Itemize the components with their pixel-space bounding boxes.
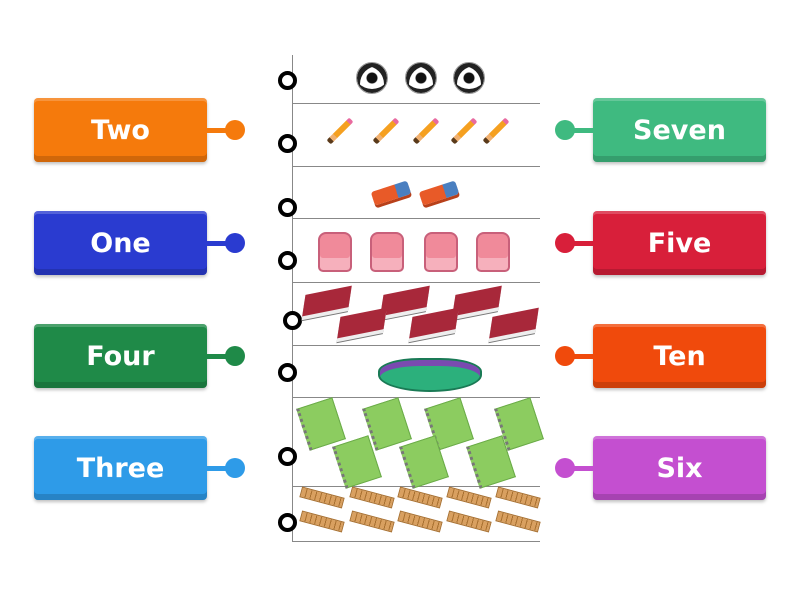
divider-horizontal bbox=[292, 103, 540, 104]
ruler-icon bbox=[446, 510, 492, 533]
option-six-button[interactable]: Six bbox=[593, 436, 766, 500]
connector-dot[interactable] bbox=[555, 346, 575, 366]
ruler-icon bbox=[397, 486, 443, 509]
book-icon bbox=[380, 285, 430, 317]
option-label: Four bbox=[86, 340, 155, 372]
ruler-icon bbox=[299, 510, 345, 533]
book-icon bbox=[489, 307, 539, 339]
ruler-icon bbox=[349, 486, 395, 509]
divider-horizontal bbox=[292, 397, 540, 398]
connector-dot[interactable] bbox=[555, 120, 575, 140]
option-label: Five bbox=[647, 227, 712, 259]
ruler-icon bbox=[495, 510, 541, 533]
connector-line bbox=[207, 354, 235, 359]
target-anchor[interactable] bbox=[278, 251, 297, 270]
ruler-icon bbox=[495, 486, 541, 509]
option-label: Three bbox=[76, 452, 165, 484]
pencil-icon bbox=[450, 117, 478, 145]
notebook-icon bbox=[296, 397, 346, 451]
divider-horizontal bbox=[292, 166, 540, 167]
option-four-button[interactable]: Four bbox=[34, 324, 207, 388]
target-anchor[interactable] bbox=[278, 513, 297, 532]
connector-line bbox=[565, 128, 593, 133]
eraser-icon bbox=[418, 180, 460, 206]
option-one-button[interactable]: One bbox=[34, 211, 207, 275]
connector-line bbox=[207, 241, 235, 246]
option-seven-button[interactable]: Seven bbox=[593, 98, 766, 162]
option-label: One bbox=[90, 227, 151, 259]
option-label: Two bbox=[91, 114, 150, 146]
option-label: Six bbox=[656, 452, 703, 484]
soccer-ball-icon bbox=[405, 62, 437, 94]
backpack-icon bbox=[370, 232, 404, 272]
connector-dot[interactable] bbox=[225, 120, 245, 140]
book-icon bbox=[302, 285, 352, 317]
connector-dot[interactable] bbox=[225, 346, 245, 366]
target-anchor[interactable] bbox=[283, 311, 302, 330]
connector-line bbox=[565, 354, 593, 359]
ruler-icon bbox=[446, 486, 492, 509]
option-five-button[interactable]: Five bbox=[593, 211, 766, 275]
pencil-icon bbox=[326, 117, 354, 145]
target-anchor[interactable] bbox=[278, 447, 297, 466]
option-ten-button[interactable]: Ten bbox=[593, 324, 766, 388]
backpack-icon bbox=[318, 232, 352, 272]
ruler-icon bbox=[299, 486, 345, 509]
soccer-ball-icon bbox=[453, 62, 485, 94]
book-icon bbox=[452, 285, 502, 317]
connector-dot[interactable] bbox=[555, 233, 575, 253]
target-anchor[interactable] bbox=[278, 134, 297, 153]
soccer-ball-icon bbox=[356, 62, 388, 94]
target-anchor[interactable] bbox=[278, 71, 297, 90]
book-icon bbox=[409, 307, 459, 339]
option-three-button[interactable]: Three bbox=[34, 436, 207, 500]
eraser-icon bbox=[370, 180, 412, 206]
pencil-icon bbox=[482, 117, 510, 145]
pencil-icon bbox=[372, 117, 400, 145]
option-label: Seven bbox=[633, 114, 726, 146]
option-label: Ten bbox=[653, 340, 706, 372]
divider-horizontal bbox=[292, 218, 540, 219]
connector-line bbox=[207, 128, 235, 133]
ruler-icon bbox=[349, 510, 395, 533]
book-icon bbox=[337, 307, 387, 339]
pencil-icon bbox=[412, 117, 440, 145]
connector-dot[interactable] bbox=[225, 233, 245, 253]
target-anchor[interactable] bbox=[278, 363, 297, 382]
divider-horizontal bbox=[292, 282, 540, 283]
connector-line bbox=[565, 466, 593, 471]
connector-line bbox=[565, 241, 593, 246]
backpack-icon bbox=[424, 232, 458, 272]
connector-dot[interactable] bbox=[555, 458, 575, 478]
backpack-icon bbox=[476, 232, 510, 272]
divider-vertical bbox=[292, 55, 293, 542]
connector-line bbox=[207, 466, 235, 471]
target-anchor[interactable] bbox=[278, 198, 297, 217]
connector-dot[interactable] bbox=[225, 458, 245, 478]
divider-horizontal bbox=[292, 541, 540, 542]
ruler-icon bbox=[397, 510, 443, 533]
divider-horizontal bbox=[292, 345, 540, 346]
option-two-button[interactable]: Two bbox=[34, 98, 207, 162]
pencil-case-icon bbox=[378, 358, 482, 392]
